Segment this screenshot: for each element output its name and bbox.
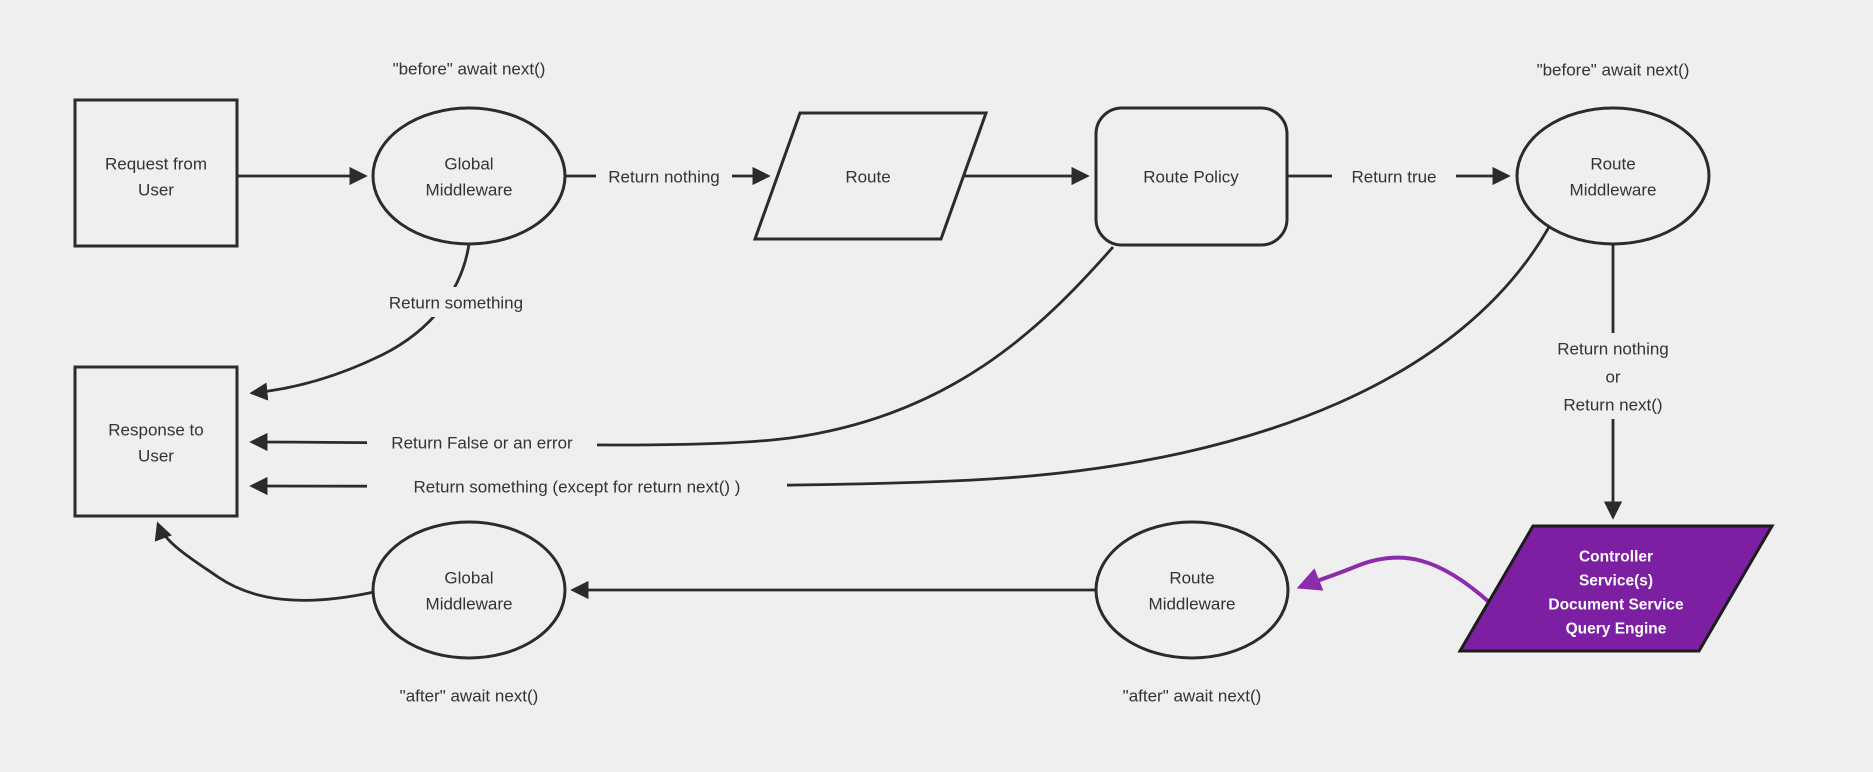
route-policy-box [1094,106,1289,247]
edge-label-return-nothing-or-line3: Return next() [1563,396,1662,415]
label-bg-return-something-except [367,471,787,501]
node-route-policy: Route Policy [1094,106,1289,247]
edge-label-return-false-or-error: Return False or an error [391,434,573,453]
route-middleware-bottom-ellipse [1094,520,1290,660]
controller-label-line2: Service(s) [1579,573,1653,590]
annotation-after-await-left: "after" await next() [400,687,539,706]
edge-label-return-true: Return true [1351,168,1436,187]
edge-global-middleware-to-response [249,243,471,401]
edge-global-middleware-bottom-to-response [154,521,375,602]
route-middleware-top-ellipse [1515,106,1711,246]
controller-label-line1: Controller [1579,549,1653,566]
controller-services-parallelogram [1457,524,1775,653]
label-bg-return-true [1332,161,1456,191]
annotation-after-await-right: "after" await next() [1123,687,1262,706]
annotation-before-await-right: "before" await next() [1537,61,1690,80]
edge-label-return-something-except: Return something (except for return next… [414,478,741,497]
edge-controller-to-route-middleware-bottom [1296,555,1492,605]
annotation-before-await-left: "before" await next() [393,60,546,79]
node-route: Route [752,111,989,241]
route-label: Route [845,168,890,187]
edge-label-return-nothing-or-line1: Return nothing [1557,340,1669,359]
node-request-from-user: Request from User [73,98,239,248]
response-to-user-box [73,365,239,518]
response-to-user-label-line2: User [138,447,174,466]
label-bg-return-nothing-or [1534,333,1692,419]
label-bg-return-something [373,287,539,317]
route-middleware-bottom-label-line2: Middleware [1149,595,1236,614]
node-global-middleware-top: Global Middleware [371,106,567,246]
route-policy-label: Route Policy [1143,168,1239,187]
global-middleware-bottom-ellipse [371,520,567,660]
route-middleware-top-label-line1: Route [1590,155,1635,174]
node-route-middleware-bottom: Route Middleware [1094,520,1290,660]
node-route-middleware-top: Route Middleware [1515,106,1711,246]
request-from-user-label-line1: Request from [105,155,207,174]
request-from-user-label-line2: User [138,181,174,200]
controller-label-line3: Document Service [1548,597,1684,614]
global-middleware-top-label-line2: Middleware [426,181,513,200]
node-global-middleware-bottom: Global Middleware [371,520,567,660]
edge-label-return-something: Return something [389,294,523,313]
edge-label-return-nothing: Return nothing [608,168,720,187]
route-middleware-bottom-label-line1: Route [1169,569,1214,588]
label-bg-return-false [367,427,597,457]
edge-label-return-nothing-or-line2: or [1605,368,1620,387]
node-response-to-user: Response to User [73,365,239,518]
global-middleware-top-label-line1: Global [444,155,493,174]
controller-label-line4: Query Engine [1566,621,1667,638]
request-from-user-box [73,98,239,248]
response-to-user-label-line1: Response to [108,421,203,440]
label-bg-return-nothing [596,161,732,191]
route-parallelogram [752,111,989,241]
route-middleware-top-label-line2: Middleware [1570,181,1657,200]
global-middleware-bottom-label-line1: Global [444,569,493,588]
edge-route-policy-to-response [249,246,1115,452]
global-middleware-top-ellipse [371,106,567,246]
global-middleware-bottom-label-line2: Middleware [426,595,513,614]
node-controller-services: Controller Service(s) Document Service Q… [1457,524,1775,653]
